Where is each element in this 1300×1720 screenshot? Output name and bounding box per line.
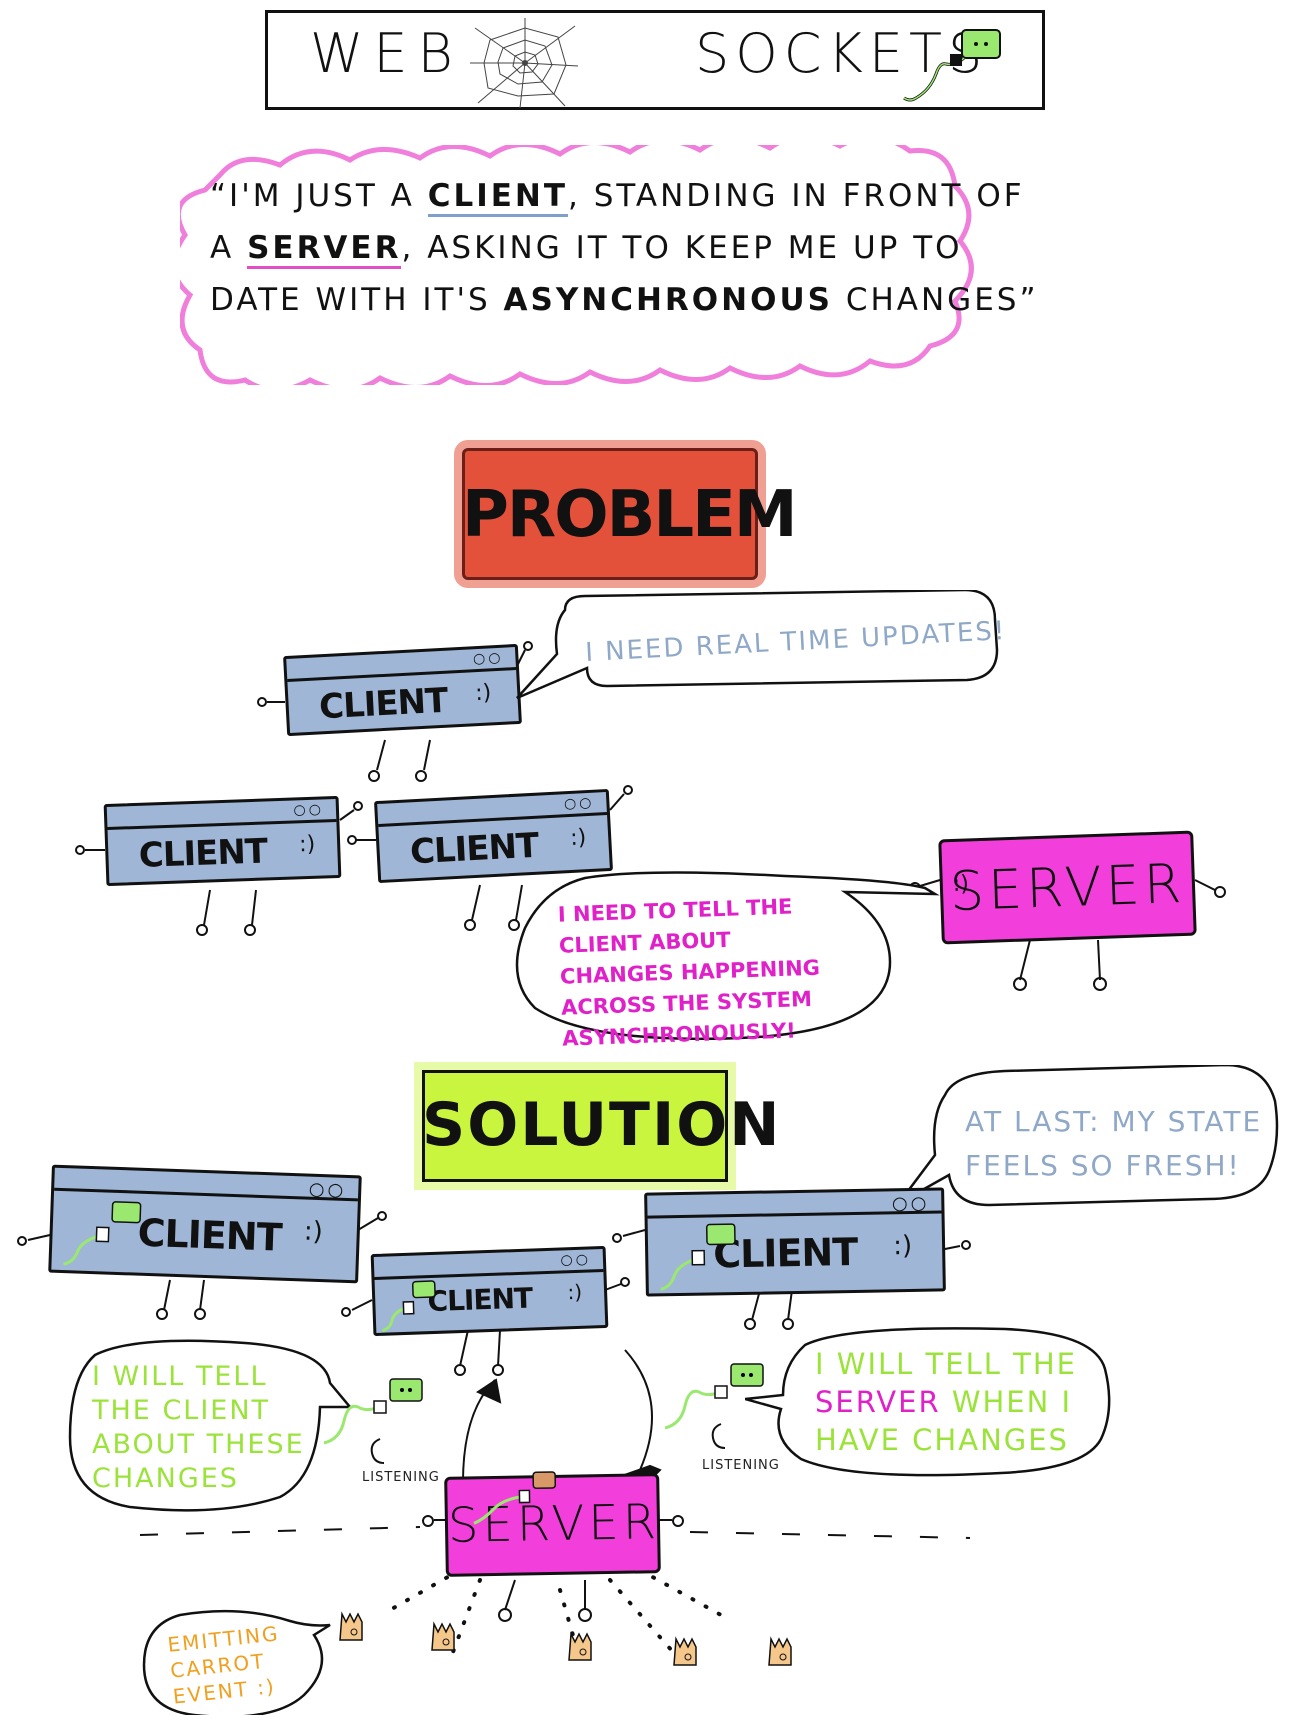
problem-server: SERVER :) — [938, 830, 1197, 945]
quote-line-2: A SERVER, ASKING IT TO KEEP ME UP TO — [210, 222, 1070, 274]
solution-client-send-bubble-shape — [745, 1327, 1111, 1477]
title-box — [265, 10, 1045, 110]
carrot-icon — [768, 1636, 792, 1666]
solution-heading: SOLUTION — [422, 1090, 782, 1160]
problem-server-bubble-shape — [515, 871, 940, 1040]
solution-client-right: ○○ CLIENT :) — [644, 1187, 946, 1297]
window-controls-icon: ○○ — [891, 1192, 930, 1215]
carrot-icon — [568, 1631, 592, 1661]
problem-client-top: ○○ CLIENT :) — [283, 643, 522, 737]
solution-server-bubble-shape — [68, 1339, 353, 1512]
client-send-line-1: I WILL TELL THE — [815, 1347, 1077, 1381]
quote-line-1-pre: “I'M JUST A — [210, 178, 428, 214]
quote-cloud — [180, 145, 974, 385]
carrot-icon — [431, 1621, 455, 1651]
solution-client-left: ○○ CLIENT :) — [48, 1164, 362, 1284]
quote-line-3-pre: DATE WITH IT'S — [210, 282, 504, 318]
smiley-icon: :) — [474, 680, 492, 707]
problem-server-bubble: I NEED TO TELL THE CLIENT ABOUT CHANGES … — [557, 894, 821, 1051]
problem-heading: PROBLEM — [462, 478, 798, 552]
smiley-icon: :) — [952, 871, 970, 897]
client-send-line-2: SERVER WHEN I HAVE CHANGES — [815, 1383, 1105, 1459]
listening-label-left: LISTENING — [362, 1470, 440, 1485]
outlet-icon — [323, 1378, 423, 1464]
emitting-bubble-shape — [142, 1609, 331, 1715]
quote-line-1-post: , STANDING IN FRONT OF — [568, 178, 1025, 214]
solution-client-send-bubble: I WILL TELL THE SERVER WHEN I HAVE CHANG… — [815, 1345, 1105, 1459]
listening-label-right: LISTENING — [702, 1458, 780, 1473]
solution-server-bubble: I WILL TELL THE CLIENT ABOUT THESE CHANG… — [92, 1361, 305, 1494]
plug-icon — [473, 1471, 557, 1525]
window-controls-icon: ○○ — [293, 801, 325, 819]
window-controls-icon: ○○ — [308, 1178, 347, 1201]
smiley-icon: :) — [567, 1279, 583, 1305]
quote-client-word: CLIENT — [427, 178, 568, 217]
carrot-icon — [339, 1611, 363, 1641]
smiley-icon: :) — [298, 831, 316, 858]
plug-icon — [903, 29, 1001, 102]
client-send-server-word: SERVER — [815, 1385, 941, 1419]
smiley-icon: :) — [892, 1230, 913, 1262]
window-controls-icon: ○○ — [563, 794, 595, 813]
quote-async-word: ASYNCHRONOUS — [503, 282, 833, 318]
solution-server: SERVER — [444, 1471, 661, 1577]
problem-client-middle: ○○ CLIENT :) — [374, 788, 613, 884]
quote-line-2-post: , ASKING IT TO KEEP ME UP TO — [401, 230, 963, 266]
carrot-icon — [673, 1636, 697, 1666]
problem-client-bubble-shape — [516, 590, 999, 700]
solution-client-middle: ○○ CLIENT :) — [370, 1245, 609, 1337]
window-controls-icon: ○○ — [472, 649, 504, 668]
problem-heading-box — [462, 448, 758, 580]
client-send-line-2-rest: WHEN I HAVE CHANGES — [815, 1385, 1073, 1457]
quote-line-1: “I'M JUST A CLIENT, STANDING IN FRONT OF — [210, 170, 1070, 222]
quote-text: “I'M JUST A CLIENT, STANDING IN FRONT OF… — [210, 170, 1070, 326]
emitting-bubble: EMITTING CARROT EVENT :) — [166, 1621, 281, 1709]
window-controls-icon: ○○ — [560, 1251, 592, 1269]
plug-icon — [381, 1280, 436, 1333]
plug-icon — [63, 1201, 142, 1266]
title-web: WEB — [310, 22, 463, 85]
quote-server-word: SERVER — [247, 230, 402, 269]
solution-client-bubble: AT LAST: MY STATE FEELS SO FRESH! — [965, 1105, 1263, 1182]
server-label: SERVER — [948, 851, 1187, 924]
outlet-icon — [665, 1363, 764, 1449]
spider-web-icon — [470, 18, 579, 108]
smiley-icon: :) — [303, 1216, 324, 1248]
smiley-icon: :) — [569, 825, 587, 851]
quote-line-3-post: CHANGES” — [832, 282, 1039, 318]
solution-heading-box — [422, 1070, 728, 1182]
quote-line-3: DATE WITH IT'S ASYNCHRONOUS CHANGES” — [210, 274, 1070, 326]
quote-line-2-pre: A — [210, 230, 248, 266]
problem-client-left: ○○ CLIENT :) — [103, 795, 342, 887]
plug-icon — [660, 1223, 736, 1291]
